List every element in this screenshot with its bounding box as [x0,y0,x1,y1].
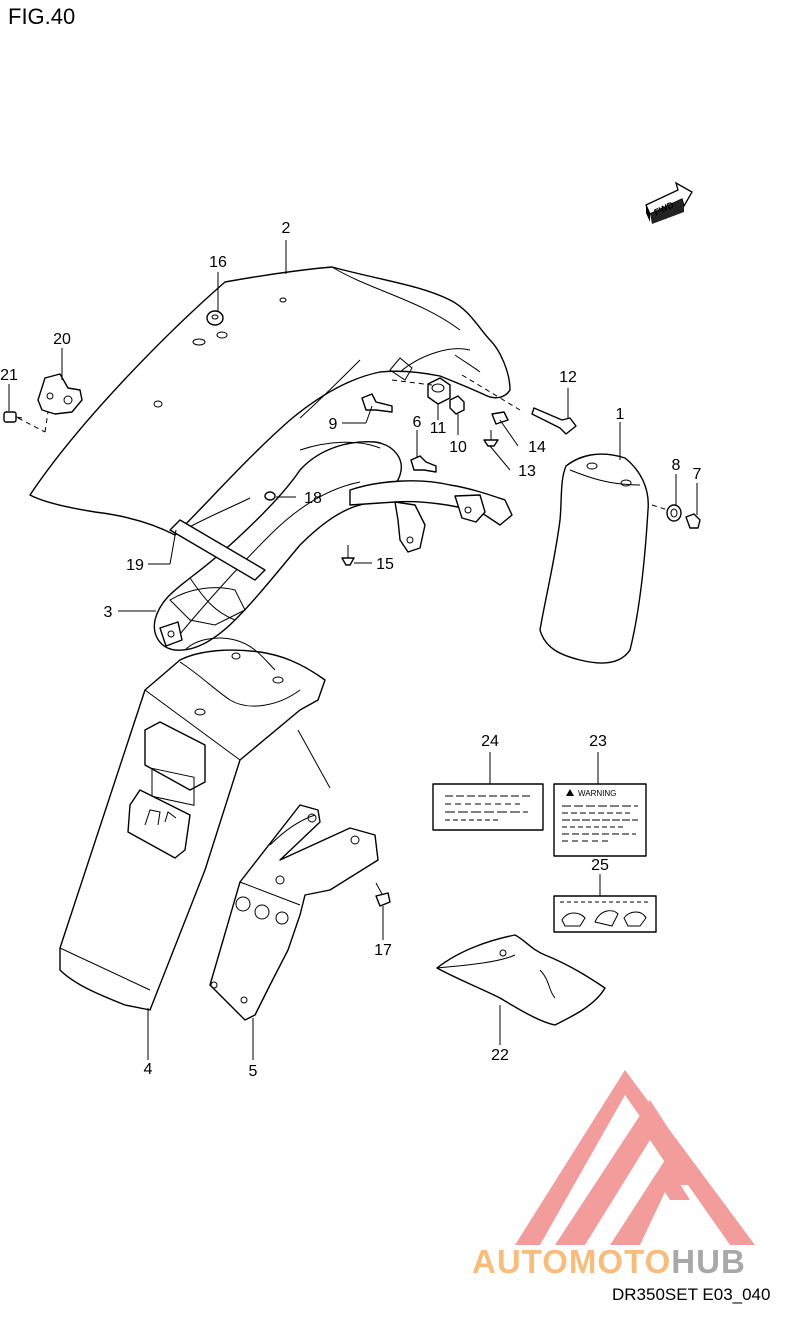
fender-mount-tab [389,357,413,381]
callout-23: 23 [589,733,607,750]
callout-7: 7 [693,466,702,483]
leader-lines [8,240,698,1060]
callout-3: 3 [104,604,113,621]
rear-subframe-part-3 [153,441,513,651]
callout-21: 21 [0,367,18,384]
callout-25: 25 [591,857,609,874]
hardware-alignment-line-1 [391,379,433,386]
logo-text-auto: AUTOMOTOHUB [472,1243,746,1280]
grommet-part-18 [264,491,276,501]
collar-part-11 [427,377,451,405]
bolt-21-alignment-line [17,417,46,433]
bolt-part-12 [531,407,577,435]
callout-22: 22 [491,1047,509,1064]
logo-text-part-moto: MOTO [569,1243,671,1280]
callout-2: 2 [282,220,291,237]
callout-18: 18 [304,490,322,507]
logo-text-part-auto: AUTO [472,1243,569,1280]
flap-alignment-line [651,504,669,511]
callout-24: 24 [481,733,499,750]
callout-9: 9 [329,416,338,433]
rear-fender-part [29,266,511,536]
callout-5: 5 [249,1063,258,1080]
forward-direction-icon: FWD [645,181,693,224]
callout-1: 1 [616,406,625,423]
callout-16: 16 [209,254,227,271]
label-part-24 [432,783,544,831]
callout-14: 14 [528,439,546,456]
callout-20: 20 [53,331,71,348]
bolt-part-21 [3,411,23,423]
warning-label-part-23: WARNING [553,783,647,857]
callout-15: 15 [376,556,394,573]
callout-numbers: 1 2 3 4 5 6 7 8 9 10 11 12 13 14 15 16 1… [0,220,701,1080]
tool-bag-part-22 [436,934,606,1026]
hardware-alignment-line-2 [461,374,521,411]
callout-4: 4 [144,1061,153,1078]
nut-part-14 [491,411,509,425]
grommet-part-16 [206,310,224,326]
bracket-part-20 [37,373,83,415]
screw-part-17 [375,882,391,907]
automotohub-logo: AUTOMOTOHUB [472,1070,755,1280]
washer-part-8 [666,504,682,522]
screw-part-15 [341,545,355,566]
figure-title: FIG.40 [8,4,75,29]
logo-text-part-hub: HUB [671,1243,746,1280]
bolt-part-7 [685,513,701,529]
callout-11: 11 [430,420,447,437]
rear-mudguard-part-4 [59,637,326,1011]
collar-part-10 [449,395,465,415]
plate-bracket-part-5 [209,804,379,1021]
pictogram-label-part-25 [553,895,657,933]
mud-flap-part-1 [539,453,649,664]
bracket-20-alignment-line [44,411,49,433]
callout-10: 10 [449,439,467,456]
callout-19: 19 [126,557,144,574]
callout-8: 8 [672,457,681,474]
bolt-part-9 [361,393,393,413]
callout-12: 12 [559,369,577,386]
fender-strip-part-19 [169,519,266,581]
figure-code: DR350SET E03_040 [612,1285,770,1304]
callout-6: 6 [413,414,422,431]
bolt-part-6 [410,455,437,473]
warning-label-text: WARNING [578,789,616,798]
callout-17: 17 [374,942,392,959]
screw-part-13 [483,430,499,447]
callout-13: 13 [518,463,536,480]
